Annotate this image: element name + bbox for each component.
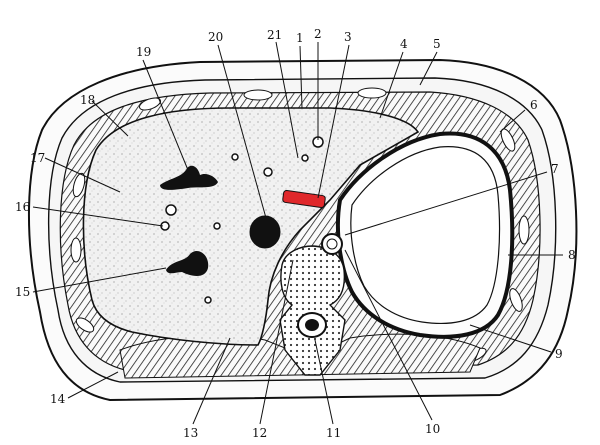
label-10: 10 xyxy=(425,422,440,436)
label-13: 13 xyxy=(183,426,198,440)
label-17: 17 xyxy=(30,151,45,165)
label-16: 16 xyxy=(15,200,30,214)
label-1: 1 xyxy=(296,31,304,45)
label-18: 18 xyxy=(80,93,95,107)
label-2: 2 xyxy=(314,27,322,41)
label-15: 15 xyxy=(15,285,30,299)
label-20: 20 xyxy=(208,30,223,44)
label-5: 5 xyxy=(433,37,441,51)
callout-labels: 1 2 3 4 5 6 7 8 9 10 11 12 13 14 15 16 1… xyxy=(15,27,576,440)
label-6: 6 xyxy=(530,98,538,112)
label-14: 14 xyxy=(50,392,66,406)
label-7: 7 xyxy=(551,162,559,176)
label-4: 4 xyxy=(400,37,408,51)
label-9: 9 xyxy=(555,347,563,361)
label-21: 21 xyxy=(267,28,282,42)
highlighted-vessel xyxy=(282,190,326,208)
vertebra xyxy=(279,245,346,376)
label-8: 8 xyxy=(568,248,576,262)
label-12: 12 xyxy=(252,426,267,440)
hepatic-vein-lower xyxy=(166,250,209,276)
hepatic-vein-upper xyxy=(160,165,218,190)
label-3: 3 xyxy=(344,30,352,44)
inferior-vena-cava xyxy=(249,215,281,249)
label-11: 11 xyxy=(326,426,341,440)
callout-leaders xyxy=(32,41,563,425)
label-19: 19 xyxy=(136,45,151,59)
stomach-inner-wall xyxy=(350,146,501,325)
